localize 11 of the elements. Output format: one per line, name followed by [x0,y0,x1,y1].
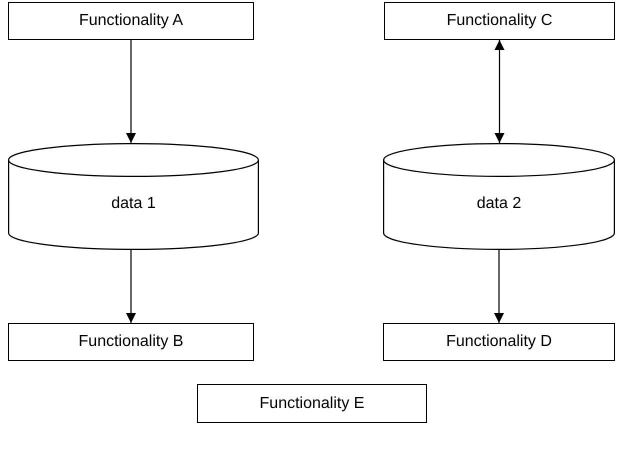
arrow [494,250,504,323]
process-box [197,384,427,423]
arrow [126,250,136,323]
data-cylinder [8,143,259,250]
process-box [384,2,615,40]
process-box [8,323,254,361]
arrow [126,40,136,143]
process-box [8,2,254,40]
process-box [383,323,615,361]
data-cylinder [383,143,615,250]
arrow [494,40,504,143]
